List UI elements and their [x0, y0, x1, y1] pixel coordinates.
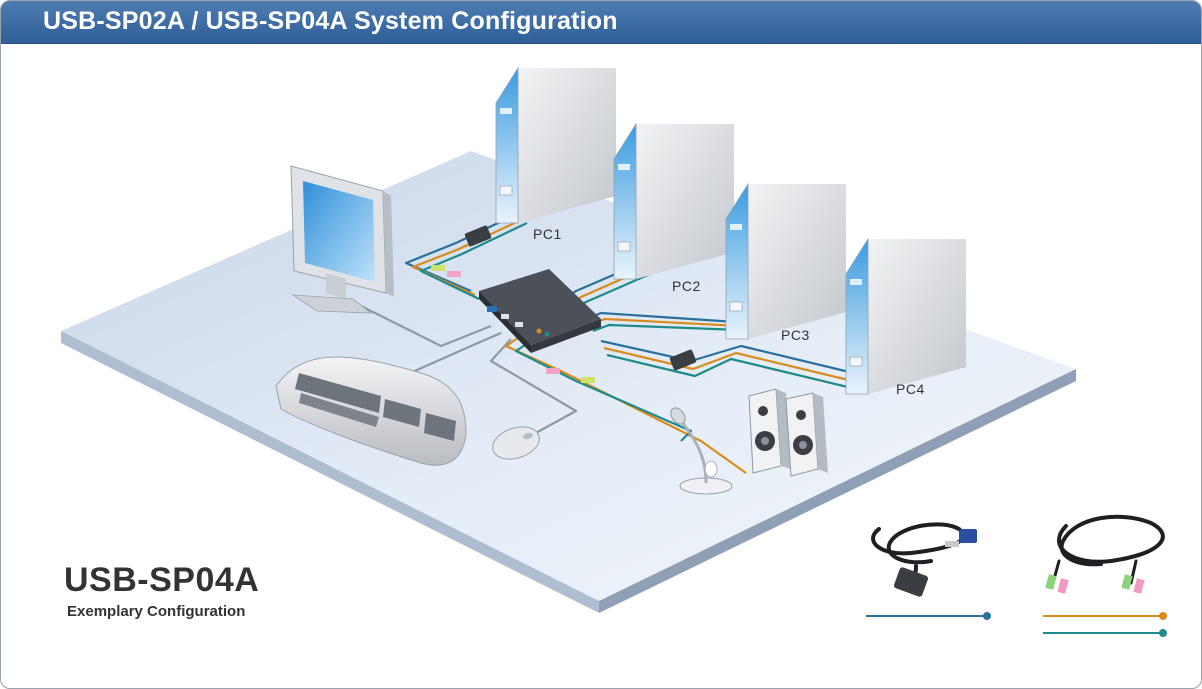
audio-cable-picture [1045, 514, 1165, 594]
model-name: USB-SP04A [64, 561, 260, 599]
video-cable-line [866, 612, 991, 620]
kvm-cable-picture [871, 522, 977, 597]
cable-connectors [431, 225, 697, 383]
pc4-tower [845, 238, 967, 395]
pc1-label: PC1 [533, 226, 562, 242]
speakers [748, 388, 828, 477]
pc3-tower [725, 183, 847, 340]
audio-cable-lines [1043, 612, 1167, 637]
kvm-switch [479, 269, 601, 353]
pc1-tower [495, 67, 617, 224]
microphone [670, 407, 733, 495]
header-bar: USB-SP02A / USB-SP04A System Configurati… [1, 1, 1201, 44]
pc3-label: PC3 [781, 327, 810, 343]
pc4-label: PC4 [896, 381, 925, 397]
keyboard [275, 356, 467, 466]
monitor [290, 165, 394, 314]
page-title: USB-SP02A / USB-SP04A System Configurati… [43, 7, 618, 35]
mouse [492, 426, 540, 460]
configuration-subtitle: Exemplary Configuration [67, 603, 246, 620]
pc2-tower [613, 123, 735, 280]
pc2-label: PC2 [672, 278, 701, 294]
